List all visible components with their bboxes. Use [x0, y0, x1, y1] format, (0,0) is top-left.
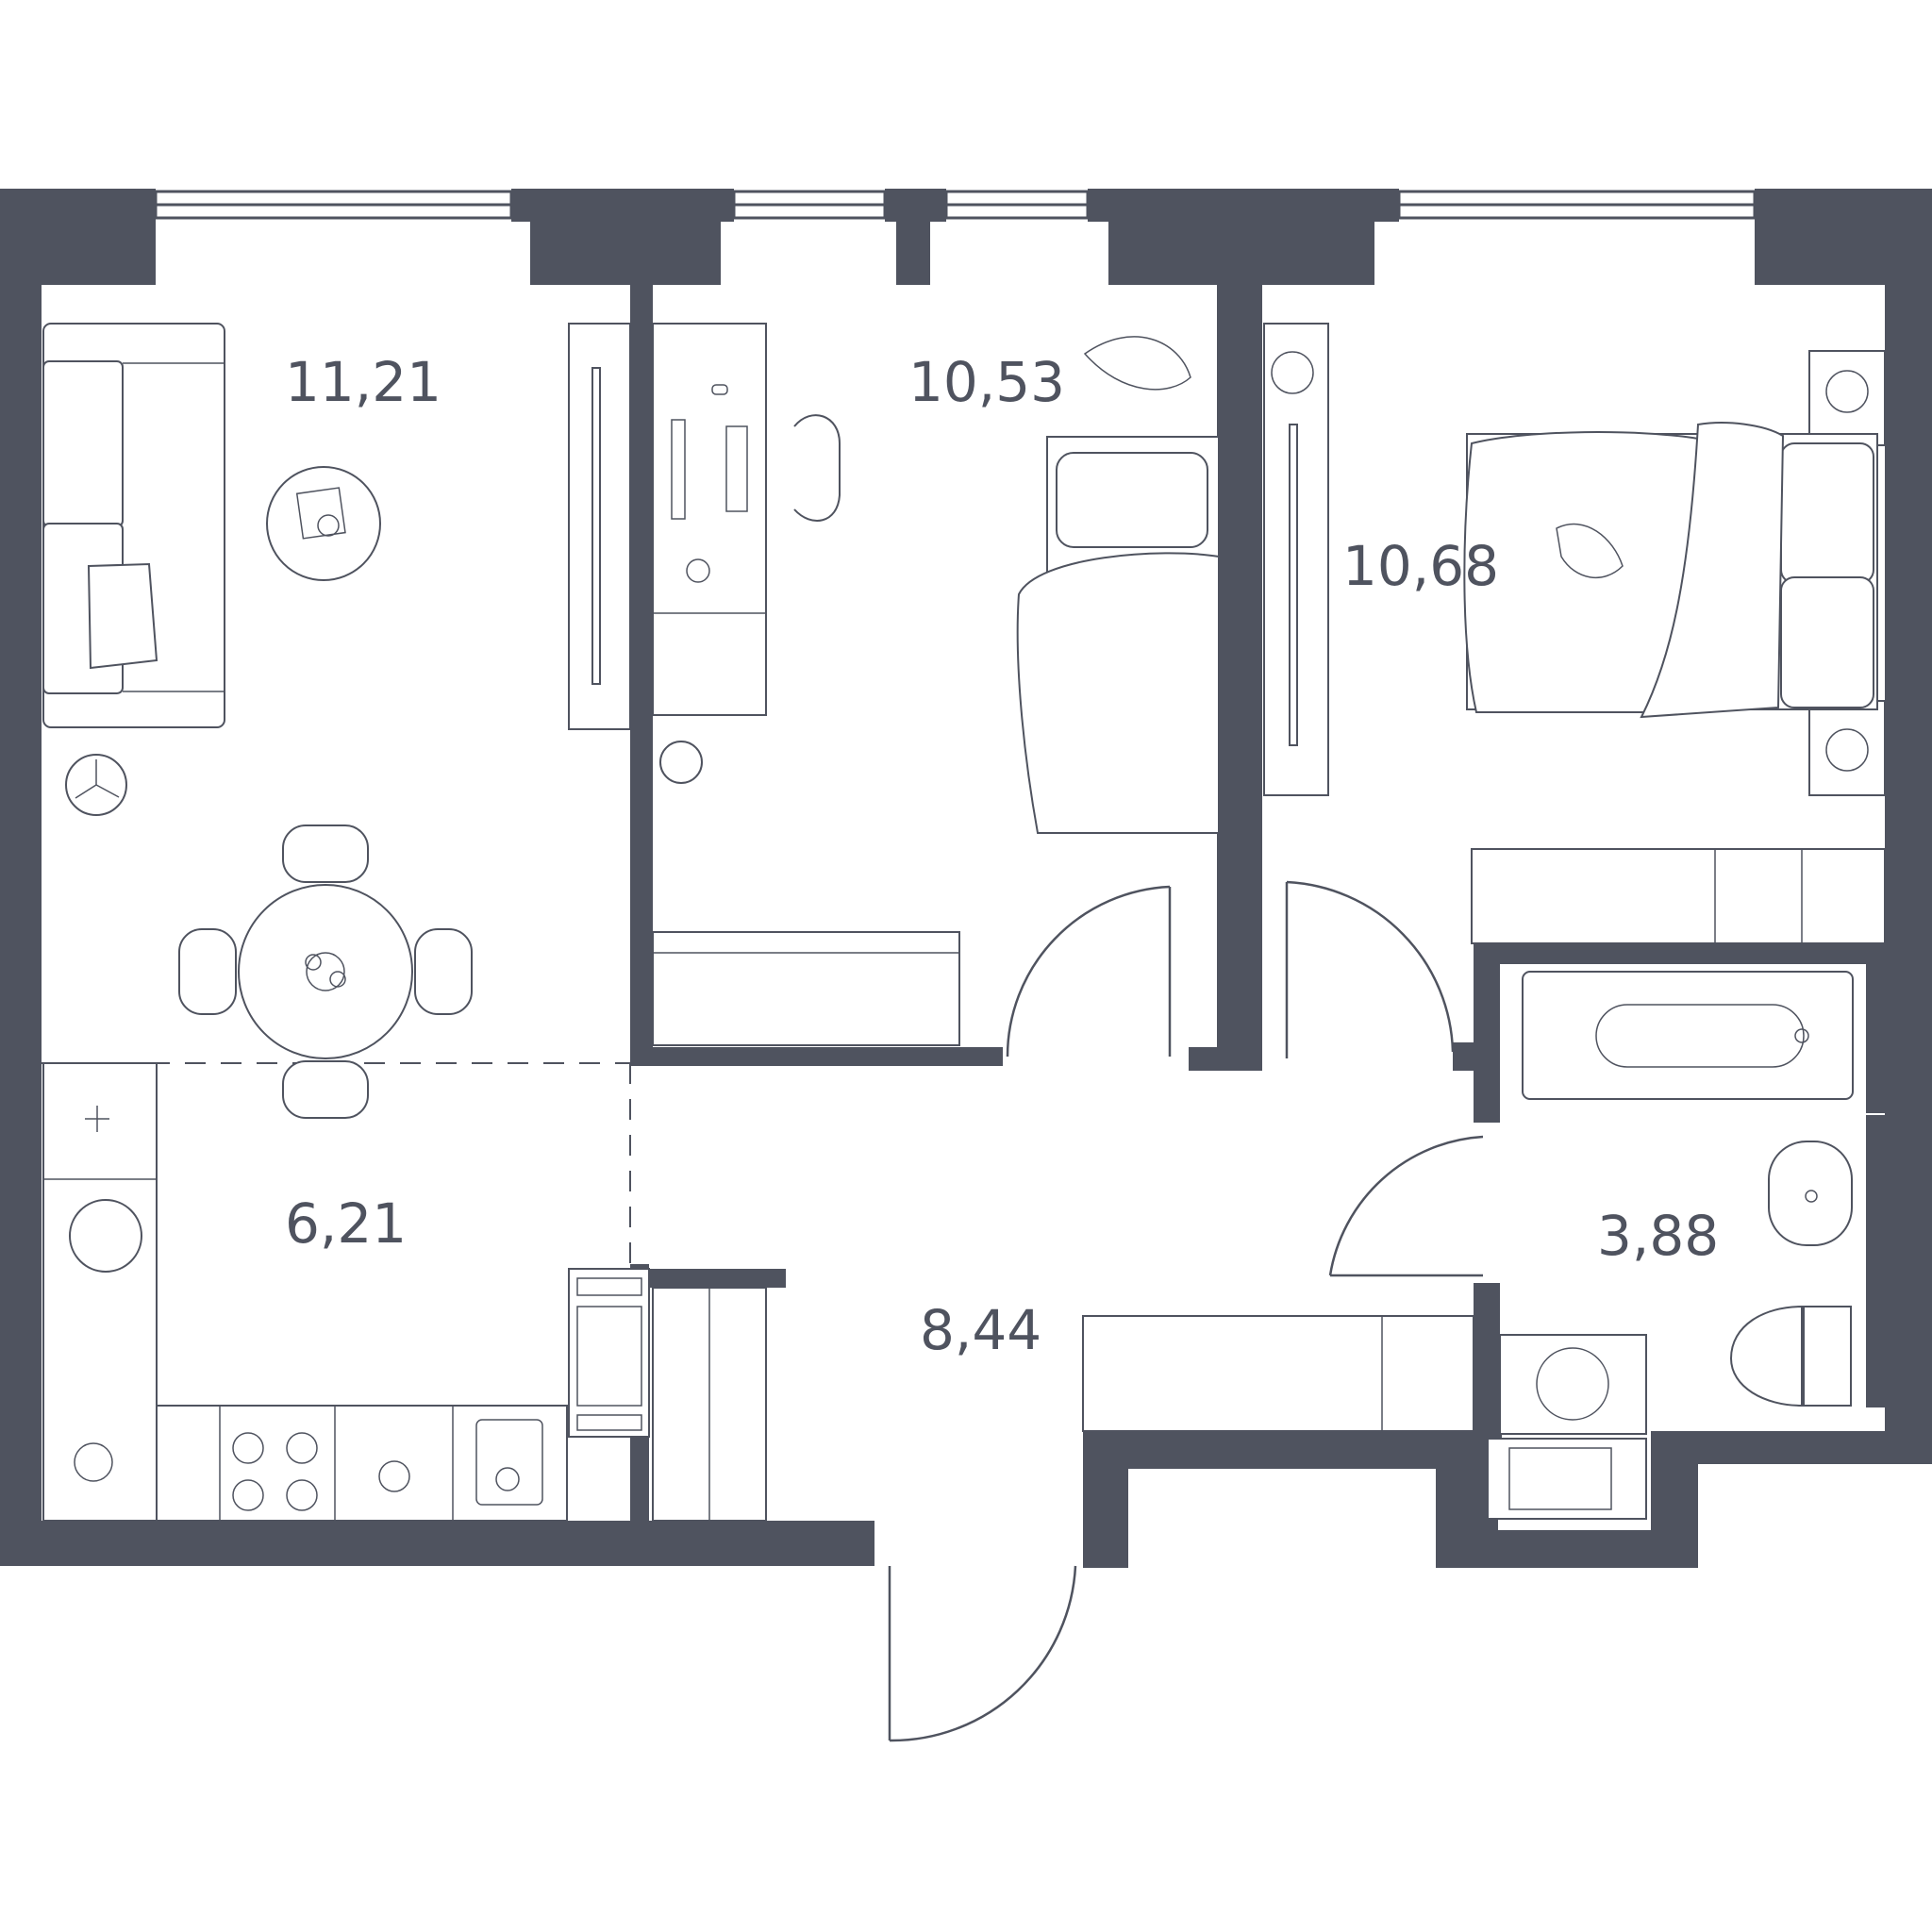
ball-icon: [659, 741, 703, 784]
bathroom-furniture: [1487, 971, 1854, 1520]
bedroom-furniture: [1263, 323, 1886, 944]
windows: [154, 190, 1757, 220]
doors: [888, 880, 1484, 1742]
hallway-furniture: [652, 1287, 1474, 1522]
living-room-furniture: [42, 323, 631, 1119]
children-room-area: 10,53: [908, 350, 1065, 414]
walls: [0, 189, 1932, 1568]
bathroom-area: 3,88: [1597, 1204, 1719, 1268]
room-area-labels: 11,21 10,53 10,68 6,21 8,44 3,88: [285, 350, 1719, 1362]
bedroom-area: 10,68: [1342, 534, 1499, 598]
children-room-furniture: [652, 323, 1220, 1046]
hallway-area: 8,44: [920, 1298, 1041, 1362]
coffee-table: [266, 466, 381, 581]
kitchen-area: 6,21: [285, 1191, 407, 1256]
kitchen-furniture: [42, 1062, 650, 1522]
dining-set: [178, 824, 473, 1119]
living-room-area: 11,21: [285, 350, 441, 414]
